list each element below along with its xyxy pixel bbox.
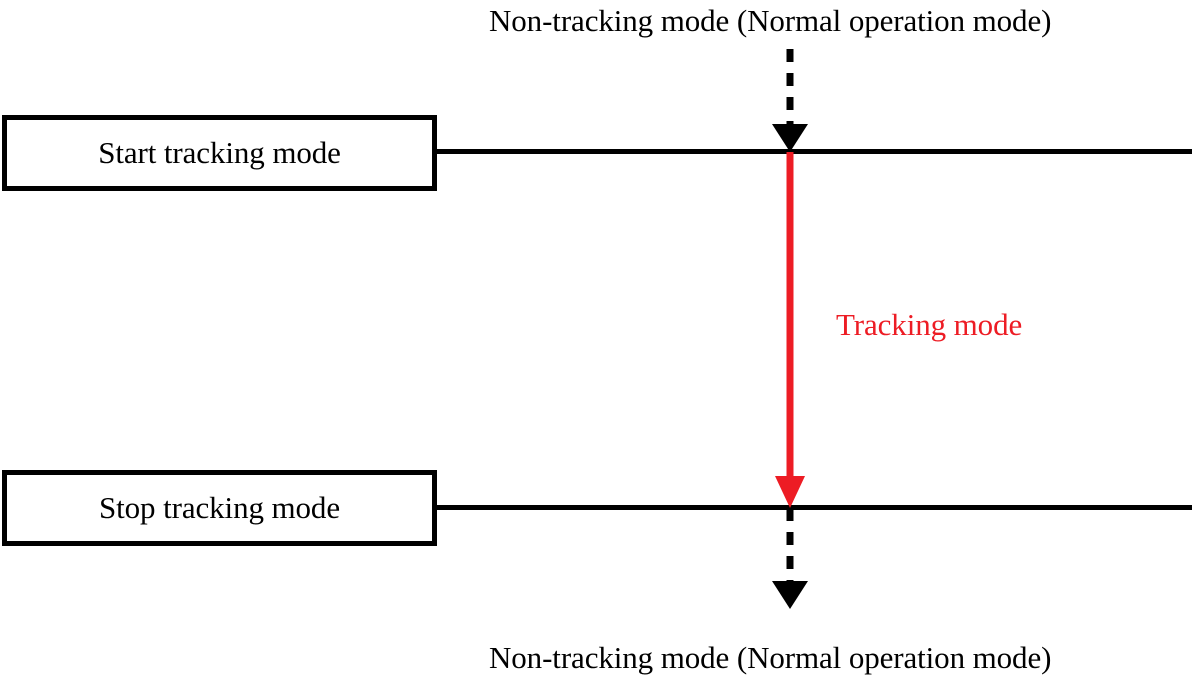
stop-tracking-mode-box: Stop tracking mode (2, 470, 437, 546)
stop-timeline-rule (437, 505, 1192, 510)
bottom-mode-caption: Non-tracking mode (Normal operation mode… (489, 640, 1052, 675)
start-timeline-rule (437, 149, 1192, 154)
stop-tracking-mode-label: Stop tracking mode (99, 490, 340, 525)
start-tracking-mode-label: Start tracking mode (98, 135, 341, 170)
entry-dashed-down-arrow-icon (772, 49, 808, 152)
tracking-mode-red-down-arrow-icon (775, 152, 805, 508)
top-mode-caption: Non-tracking mode (Normal operation mode… (489, 3, 1052, 38)
start-tracking-mode-box: Start tracking mode (2, 115, 437, 191)
exit-dashed-down-arrow-icon (772, 508, 808, 609)
tracking-mode-label: Tracking mode (836, 307, 1023, 342)
